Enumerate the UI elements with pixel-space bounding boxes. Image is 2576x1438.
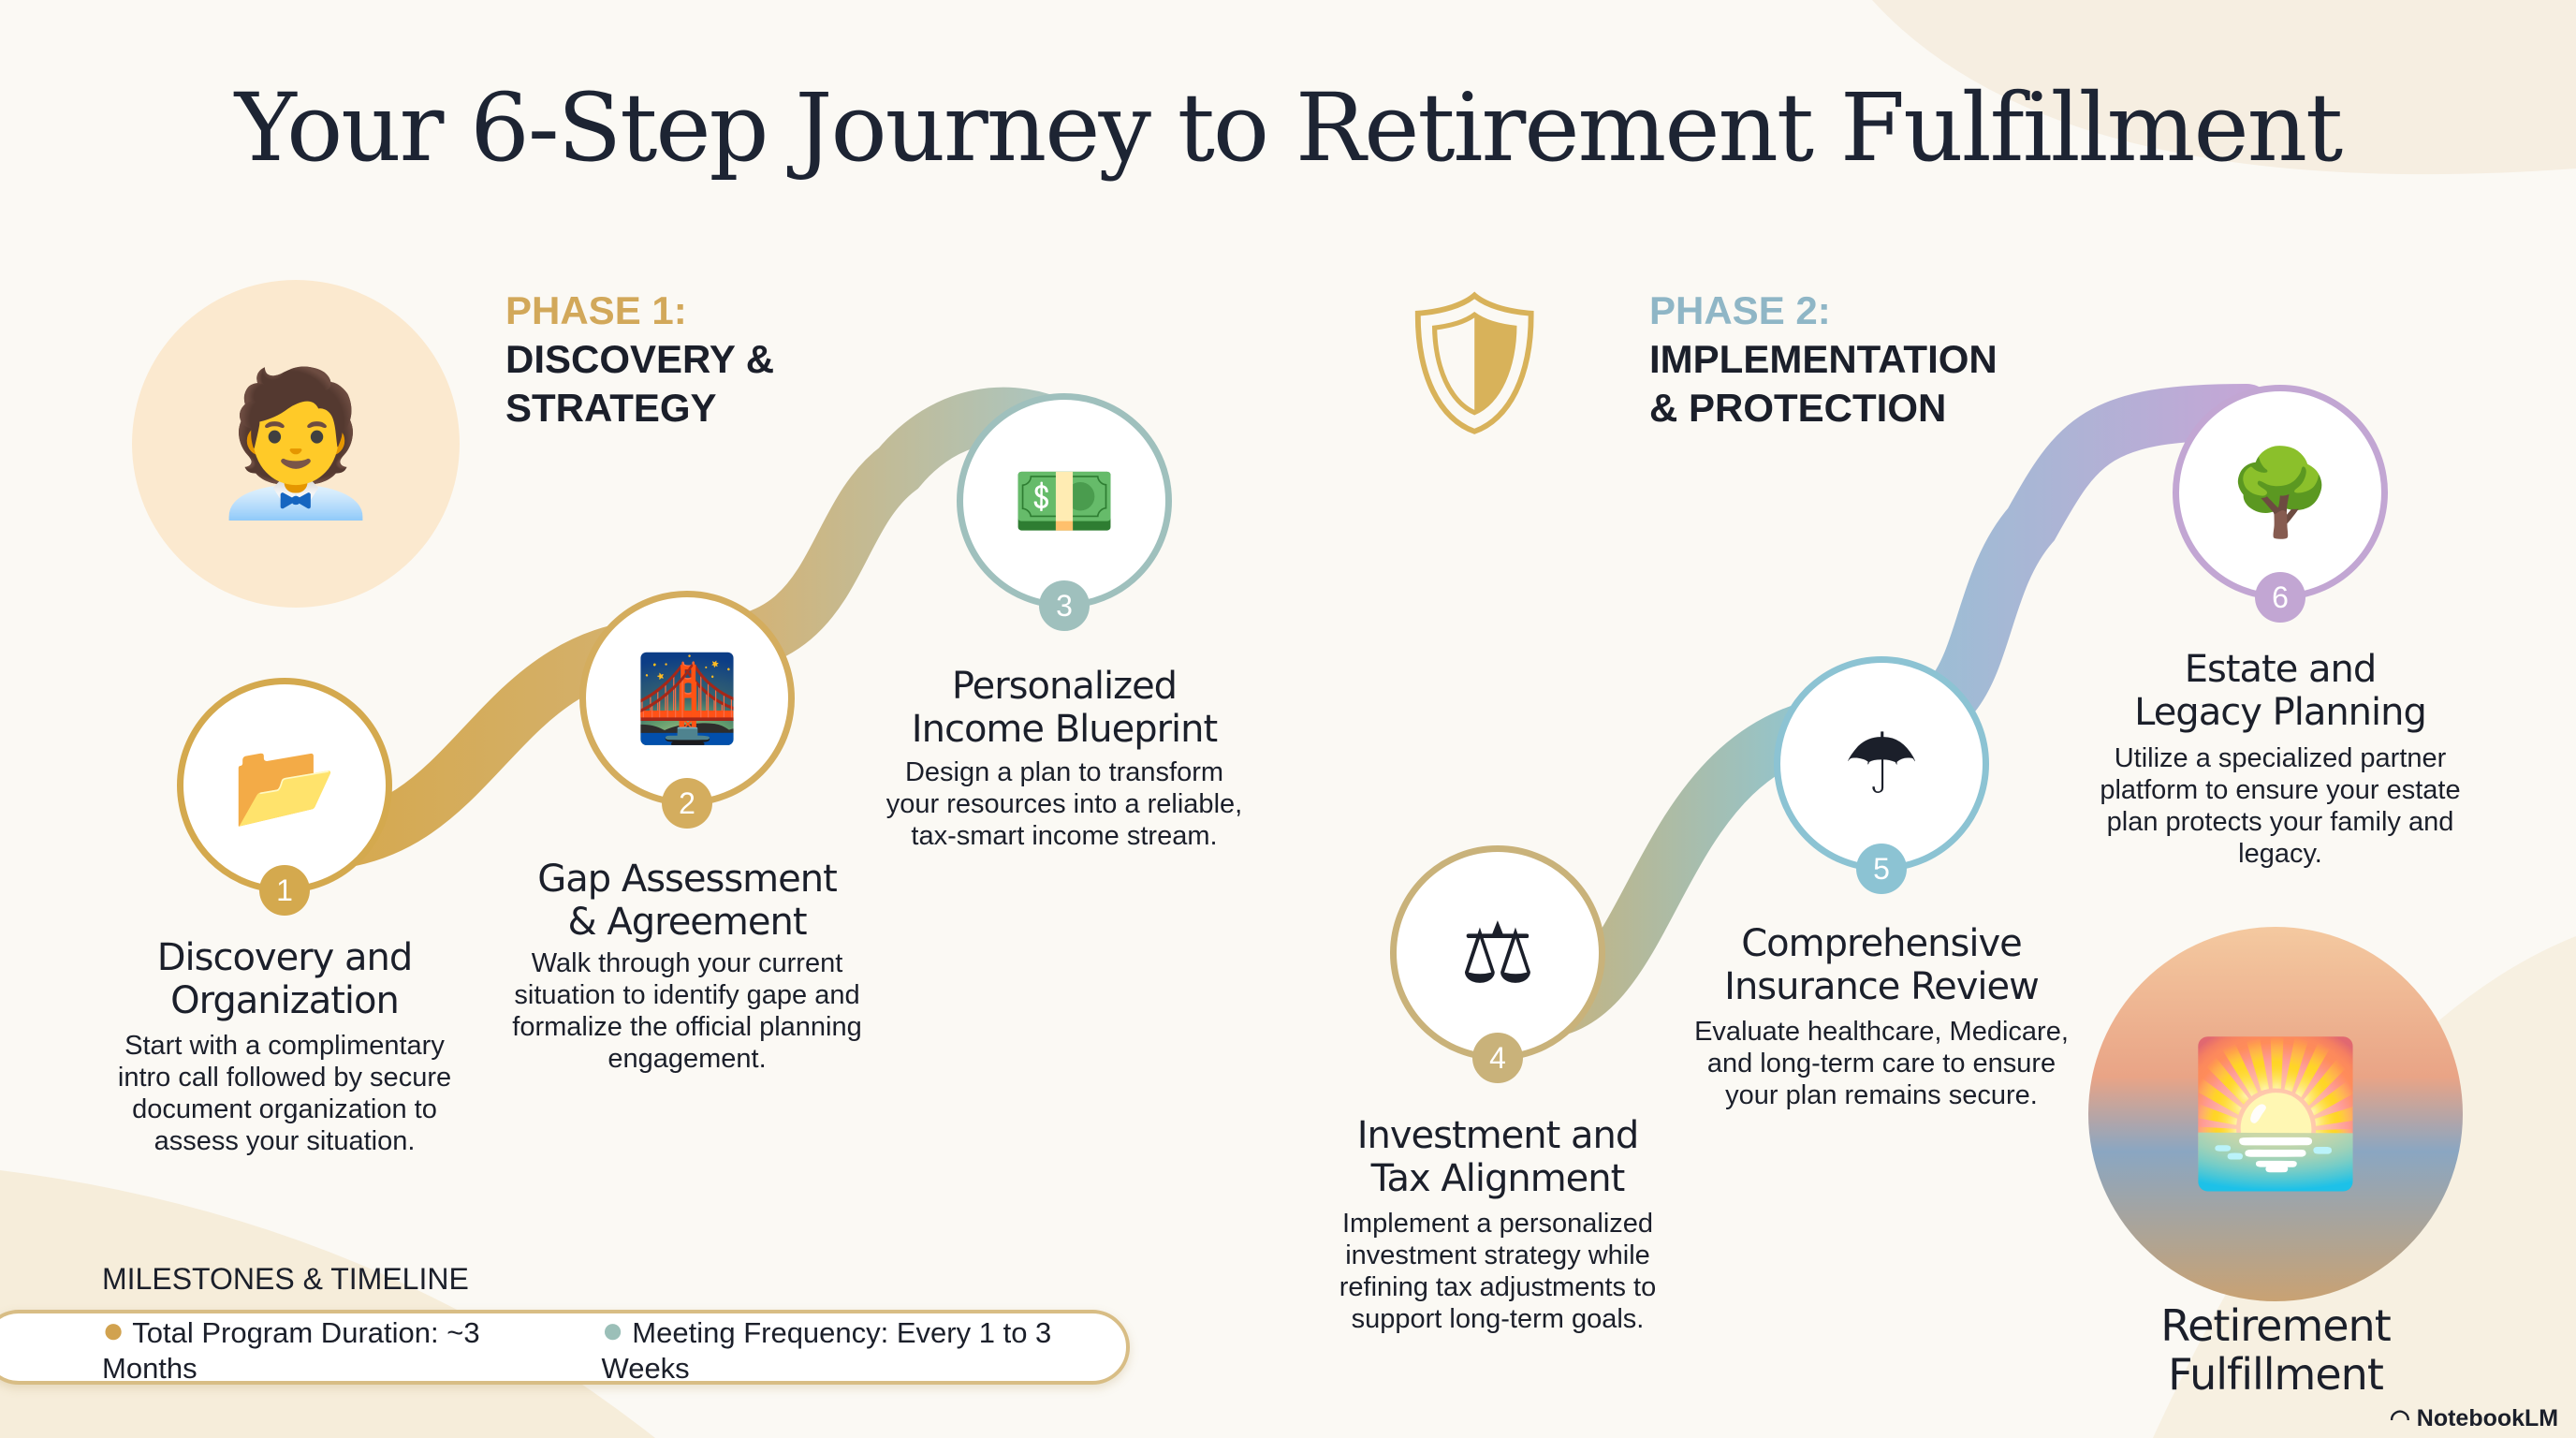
notebooklm-logo: ◠ NotebookLM xyxy=(2390,1405,2559,1431)
step-2-icon-circle: 🌉 xyxy=(579,591,795,806)
retirement-illustration: 🌅 xyxy=(2088,927,2463,1301)
step-title-line: & Agreement xyxy=(567,901,807,944)
step-title-line: Comprehensive xyxy=(1741,922,2022,965)
step-description: Design a plan to transform your resource… xyxy=(886,757,1243,851)
step-6-icon-circle: 🌳 xyxy=(2173,385,2388,600)
step-description: Implement a personalized investment stra… xyxy=(1339,1209,1657,1334)
blueprint-money-icon: 💵 xyxy=(1011,454,1118,549)
step-description: Evaluate healthcare, Medicare, and long-… xyxy=(1694,1017,2069,1110)
step-4-icon-circle: ⚖ xyxy=(1390,845,1605,1061)
meeting-illustration: 🧑‍💼 xyxy=(132,280,460,608)
step-title-line: Insurance Review xyxy=(1724,965,2040,1008)
step-number-badge: 5 xyxy=(1856,844,1907,894)
step-title-line: Tax Alignment xyxy=(1370,1157,1626,1200)
step-5-icon-circle: ☂ xyxy=(1774,656,1989,872)
tree-lock-icon: 🌳 xyxy=(2227,446,2334,540)
step-number-badge: 1 xyxy=(259,865,310,916)
location-pin-icon: ● xyxy=(601,1309,624,1351)
step-3-icon-circle: 💵 xyxy=(957,393,1172,609)
milestones-heading: MILESTONES & TIMELINE xyxy=(102,1262,469,1296)
step-title-line: Estate and xyxy=(2184,648,2378,691)
step-description: Utilize a specialized partner platform t… xyxy=(2100,743,2461,869)
step-title-line: Personalized xyxy=(951,665,1178,708)
step-title-line: Investment and xyxy=(1356,1114,1640,1157)
step-number-badge: 4 xyxy=(1472,1033,1523,1083)
step-number-badge: 2 xyxy=(662,778,712,829)
phase-name: IMPLEMENTATION xyxy=(1649,337,1998,381)
step-number-badge: 6 xyxy=(2255,572,2305,623)
final-title-line: Retirement xyxy=(2160,1300,2392,1351)
folder-hand-icon: 📂 xyxy=(231,739,338,833)
step-1-icon-circle: 📂 xyxy=(177,678,392,893)
phase-1-heading: PHASE 1: DISCOVERY & STRATEGY xyxy=(505,286,774,433)
phase-name: & PROTECTION xyxy=(1649,386,1947,430)
step-number-badge: 3 xyxy=(1039,580,1090,631)
step-title: Gap Assessment& Agreement xyxy=(425,858,949,944)
phase-label: PHASE 1: xyxy=(505,288,687,332)
phase-name: DISCOVERY & xyxy=(505,337,775,381)
duration-text: Total Program Duration: ~3 Months xyxy=(102,1315,480,1385)
phase-label: PHASE 2: xyxy=(1649,288,1831,332)
phase1-path xyxy=(281,387,1092,871)
page-title: Your 6-Step Journey to Retirement Fulfil… xyxy=(234,73,2343,183)
step-title-line: Organization xyxy=(170,979,400,1022)
phase-2-heading: PHASE 2: IMPLEMENTATION & PROTECTION xyxy=(1649,286,1998,433)
final-title: Retirement Fulfillment xyxy=(2013,1301,2538,1399)
step-description: Walk through your current situation to i… xyxy=(512,948,862,1074)
step-title-line: Discovery and xyxy=(156,936,414,979)
final-title-line: Fulfillment xyxy=(2168,1349,2384,1400)
house-umbrella-icon: ☂ xyxy=(1843,717,1920,812)
shield-leaves-icon: 🛡 xyxy=(1385,284,1564,441)
milestones-bar: ● Total Program Duration: ~3 Months ● Me… xyxy=(0,1310,1130,1385)
step-title-line: Legacy Planning xyxy=(2134,691,2427,734)
bridge-icon: 🌉 xyxy=(634,652,740,746)
frequency-text: Meeting Frequency: Every 1 to 3 Weeks xyxy=(601,1315,1052,1385)
phase-name: STRATEGY xyxy=(505,386,717,430)
brand-text: NotebookLM xyxy=(2416,1405,2559,1431)
step-title-line: Gap Assessment xyxy=(537,858,838,901)
location-pin-icon: ● xyxy=(102,1309,125,1351)
step-title-line: Income Blueprint xyxy=(911,708,1218,751)
step-description: Start with a complimentary intro call fo… xyxy=(117,1031,452,1156)
scale-chart-icon: ⚖ xyxy=(1459,906,1536,1001)
